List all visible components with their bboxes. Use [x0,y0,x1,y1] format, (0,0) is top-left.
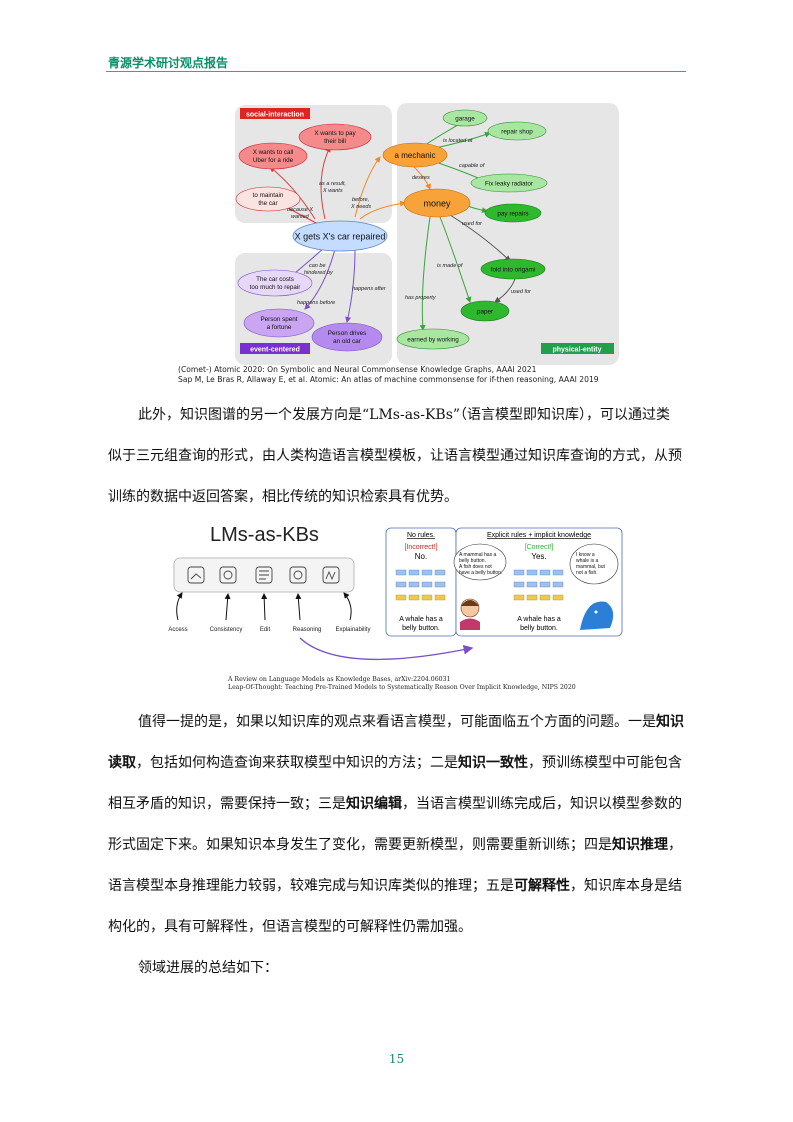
svg-text:is made of: is made of [437,263,463,269]
svg-text:whale is a: whale is a [576,558,598,564]
physical-entity-panel [397,103,619,365]
svg-text:X wants to pay: X wants to pay [314,130,356,137]
svg-text:belly button.: belly button. [520,625,558,632]
svg-text:Fix leaky radiator: Fix leaky radiator [485,181,533,188]
svg-text:pay repairs: pay repairs [497,211,528,218]
svg-text:fold into origami: fold into origami [491,267,535,274]
svg-text:[Incorrect!]: [Incorrect!] [404,544,437,551]
lms-as-kbs-title: LMs-as-KBs [210,524,319,546]
paragraph-lms-as-kbs: 此外，知识图谱的另一个发展方向是“LMs-as-KBs”（语言模型即知识库），可… [108,407,682,505]
report-header-title: 青源学术研讨观点报告 [108,56,229,70]
svg-text:Reasoning: Reasoning [293,627,322,633]
svg-text:not a fish.: not a fish. [576,570,598,576]
event-centered-label: event-centered [250,347,300,354]
svg-text:money: money [423,199,451,209]
svg-text:Edit: Edit [260,627,271,633]
figure2-caption: A Review on Language Models as Knowledge… [228,676,576,691]
svg-text:repair shop: repair shop [501,129,533,136]
header-divider [106,71,686,72]
svg-text:No.: No. [415,552,427,561]
svg-text:as a result,: as a result, [319,181,346,187]
svg-text:happens before: happens before [297,300,335,306]
svg-text:has property: has property [405,295,437,301]
lms-as-kbs-figure: LMs-as-KBs Access Consistency Edit Reaso… [168,524,623,661]
svg-text:The car costs: The car costs [256,276,294,283]
svg-text:happens after: happens after [352,286,387,292]
svg-text:X needs: X needs [350,204,371,210]
svg-text:garage: garage [455,116,475,123]
svg-text:can be: can be [309,263,326,269]
svg-text:capable of: capable of [459,163,485,169]
svg-text:Access: Access [168,627,187,633]
svg-text:have a belly button.: have a belly button. [459,570,502,576]
svg-text:their bill: their bill [324,138,346,145]
svg-text:earned by working: earned by working [407,337,459,344]
social-interaction-label: social-interaction [246,112,304,119]
svg-text:used for: used for [511,289,532,295]
svg-text:A whale has a: A whale has a [399,616,443,623]
figure1-caption: (Comet-) Atomic 2020: On Symbolic and Ne… [178,365,599,384]
svg-text:paper: paper [477,309,493,316]
svg-text:desires: desires [412,175,430,181]
svg-text:the car: the car [258,200,277,207]
atomic-knowledge-graph-figure: social-interaction event-centered physic… [235,103,619,365]
svg-text:Consistency: Consistency [210,627,243,633]
page-number: 15 [388,1052,405,1066]
svg-text:belly button.: belly button. [459,558,486,564]
svg-text:used for: used for [462,221,483,227]
svg-text:X wants to call: X wants to call [253,149,294,156]
svg-text:a mechanic: a mechanic [395,151,436,160]
svg-text:Person drives: Person drives [328,330,367,337]
svg-text:is located at: is located at [443,138,473,144]
paragraph-five-issues: 值得一提的是，如果以知识库的观点来看语言模型，可能面临五个方面的问题。一是知识 … [108,714,684,976]
svg-text:before,: before, [352,197,369,203]
svg-text:A fish does not: A fish does not [459,564,492,570]
svg-text:I know a: I know a [576,552,595,558]
svg-text:hindered by: hindered by [304,270,334,276]
svg-text:mammal, but: mammal, but [576,564,606,570]
svg-text:Person spent: Person spent [260,316,297,323]
svg-text:wanted: wanted [291,214,310,220]
svg-text:X wants: X wants [322,188,343,194]
center-event-node: X gets X's car repaired [295,232,386,242]
svg-text:too much to repair: too much to repair [250,284,301,291]
svg-text:Explicit rules + implicit know: Explicit rules + implicit knowledge [487,532,591,539]
svg-text:because X: because X [287,207,313,213]
svg-text:A mammal has a: A mammal has a [459,552,496,558]
svg-text:[Correct!]: [Correct!] [525,544,554,551]
svg-text:Uber for a ride: Uber for a ride [253,157,294,164]
svg-text:No rules.: No rules. [407,532,435,539]
svg-text:a fortune: a fortune [267,324,292,331]
svg-text:A whale has a: A whale has a [517,616,561,623]
svg-text:an old car: an old car [333,338,361,345]
svg-text:belly button.: belly button. [402,625,440,632]
svg-text:Yes.: Yes. [531,552,546,561]
physical-entity-label: physical-entity [552,347,601,354]
svg-text:Explainability: Explainability [335,627,370,633]
svg-text:to maintain: to maintain [253,192,284,199]
